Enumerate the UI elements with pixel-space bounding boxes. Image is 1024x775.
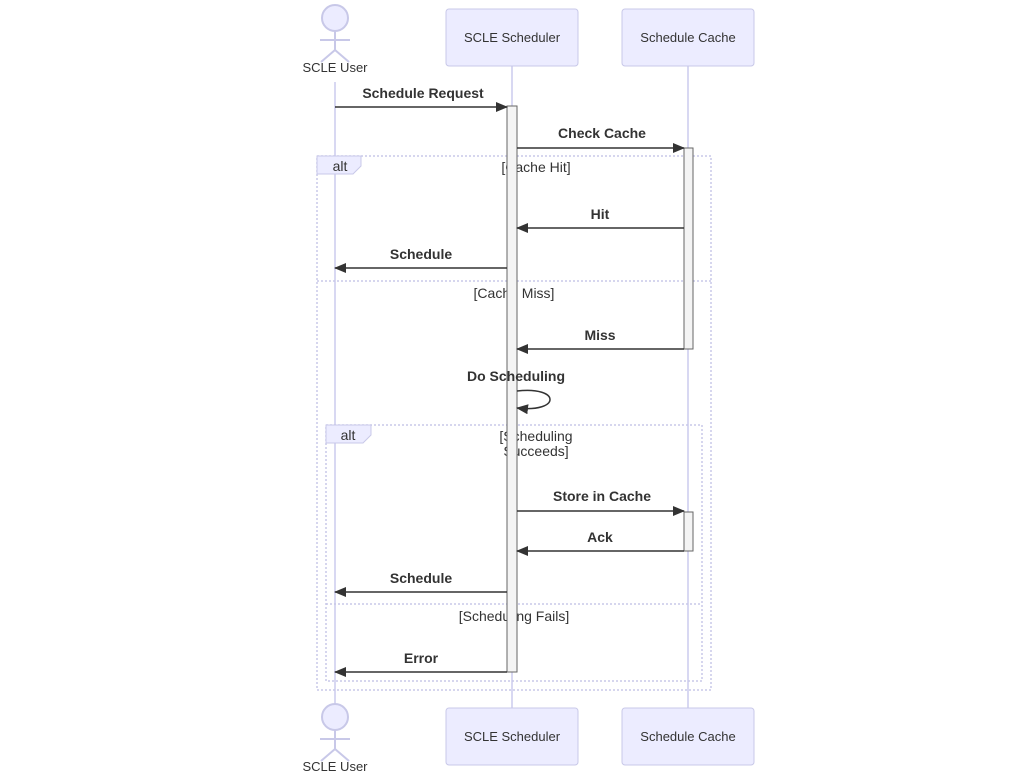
message-label-miss: Miss [584,327,615,343]
participant-user-label-top: SCLE User [302,60,368,75]
message-store-in-cache: Store in Cache [517,488,685,516]
message-ack: Ack [516,529,684,556]
message-schedule-request: Schedule Request [335,85,508,112]
message-label-do-scheduling: Do Scheduling [467,368,565,384]
participant-cache-bottom: Schedule Cache [621,707,755,766]
condition-scheduling-succeeds-line1: [Scheduling [499,428,572,444]
participant-cache-top: Schedule Cache [621,8,755,67]
participant-scheduler-top: SCLE Scheduler [445,8,579,67]
message-label-hit: Hit [591,206,610,222]
message-miss: Miss [516,327,684,354]
message-label-schedule-on-success: Schedule [390,570,452,586]
participant-scheduler-label-bottom: SCLE Scheduler [464,729,561,744]
participant-scheduler-bottom: SCLE Scheduler [445,707,579,766]
message-error: Error [334,650,507,677]
activation-cache-lookup [683,147,694,350]
message-label-ack: Ack [587,529,613,545]
alt-tag-outer [316,155,362,175]
alt-fragment-outer: alt [Cache Hit] [Cache Miss] [316,155,712,691]
alt-tag-inner [325,424,372,444]
message-label-schedule-on-hit: Schedule [390,246,452,262]
activation-scheduler [506,105,518,673]
message-do-scheduling: Do Scheduling [467,368,565,415]
condition-cache-hit: [Cache Hit] [501,159,570,175]
message-label-error: Error [404,650,439,666]
participant-cache-label-top: Schedule Cache [640,30,735,45]
message-check-cache: Check Cache [517,125,685,153]
message-label-store-in-cache: Store in Cache [553,488,651,504]
alt-tag-outer-label: alt [333,158,348,174]
condition-scheduling-succeeds-line2: Succeeds] [503,443,568,459]
activation-cache-store [683,511,694,552]
message-schedule-on-success: Schedule [334,570,507,597]
message-label-schedule-request: Schedule Request [362,85,484,101]
participant-user-top: SCLE User [302,4,368,75]
alt-tag-inner-label: alt [341,427,356,443]
participant-scheduler-label-top: SCLE Scheduler [464,30,561,45]
participant-user-bottom: SCLE User [302,703,368,774]
stick-figure-icon [320,4,350,63]
participant-user-label-bottom: SCLE User [302,759,368,774]
stick-figure-icon [320,703,350,762]
message-schedule-on-hit: Schedule [334,246,507,273]
message-arrow-do-scheduling [516,389,551,415]
participant-cache-label-bottom: Schedule Cache [640,729,735,744]
message-label-check-cache: Check Cache [558,125,646,141]
message-hit: Hit [516,206,684,233]
